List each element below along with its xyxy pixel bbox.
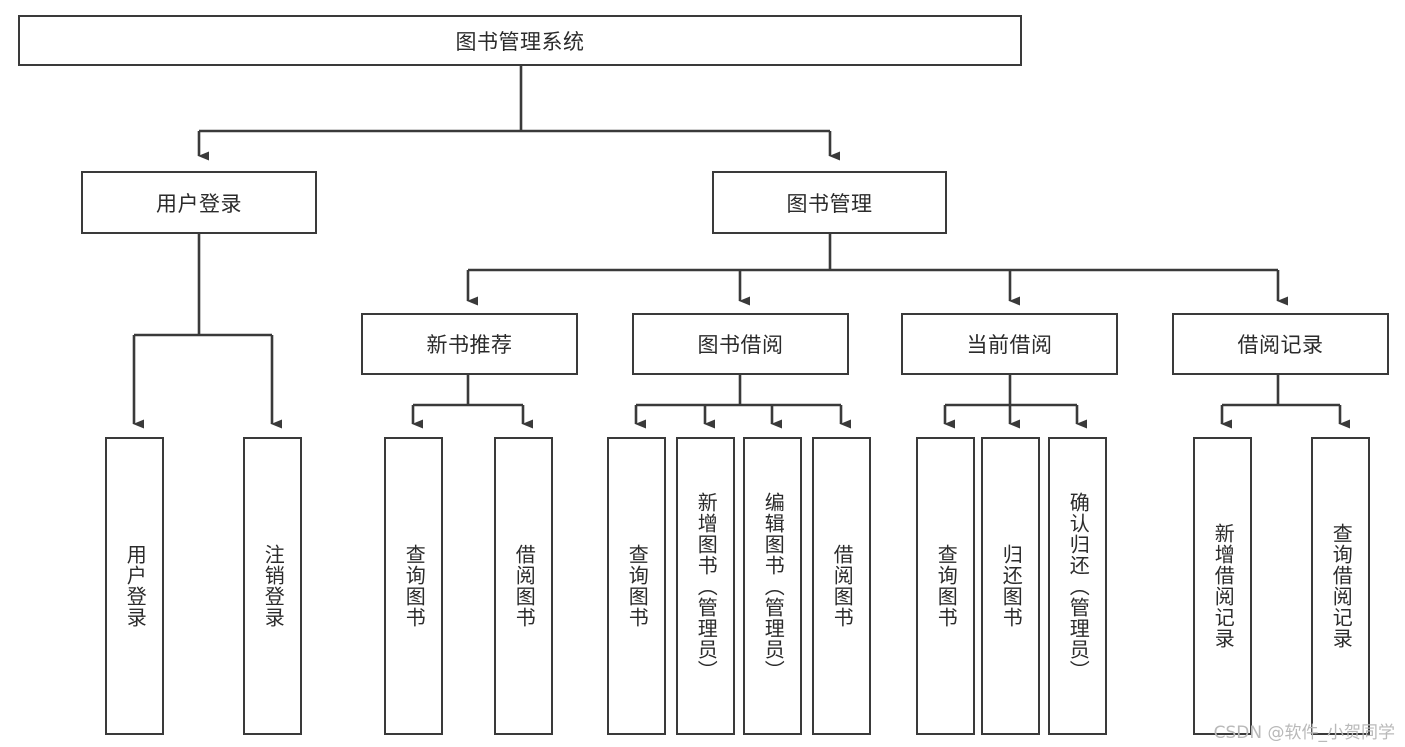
node-leaf-query-book-borrow[interactable]: 查询图书 (607, 437, 666, 735)
node-leaf-edit-book[interactable]: 编辑图书（管理员） (743, 437, 802, 735)
node-label: 查询图书 (934, 544, 959, 628)
node-leaf-return-book[interactable]: 归还图书 (981, 437, 1040, 735)
node-label: 借阅图书 (512, 544, 537, 628)
node-label: 借阅记录 (1237, 333, 1324, 357)
node-label: 注销登录 (261, 544, 286, 628)
node-label: 查询借阅记录 (1329, 523, 1354, 649)
node-label: 编辑图书（管理员） (761, 491, 786, 681)
node-label: 新书推荐 (426, 333, 513, 357)
node-leaf-confirm-return[interactable]: 确认归还（管理员） (1048, 437, 1107, 735)
node-leaf-add-record[interactable]: 新增借阅记录 (1193, 437, 1252, 735)
node-label: 新增图书（管理员） (694, 491, 719, 681)
node-book-management[interactable]: 图书管理 (712, 171, 947, 234)
csdn-watermark: CSDN @软件_小贺同学 (1213, 723, 1395, 743)
node-current-borrow[interactable]: 当前借阅 (901, 313, 1118, 375)
node-label: 确认归还（管理员） (1066, 491, 1091, 681)
node-leaf-logout[interactable]: 注销登录 (243, 437, 302, 735)
node-borrow-record[interactable]: 借阅记录 (1172, 313, 1389, 375)
node-new-book-recommend[interactable]: 新书推荐 (361, 313, 578, 375)
node-label: 用户登录 (123, 544, 148, 628)
node-leaf-query-record[interactable]: 查询借阅记录 (1311, 437, 1370, 735)
node-leaf-query-book-current[interactable]: 查询图书 (916, 437, 975, 735)
node-leaf-add-book[interactable]: 新增图书（管理员） (676, 437, 735, 735)
node-label: 新增借阅记录 (1211, 523, 1236, 649)
node-label: 图书管理系统 (455, 29, 585, 54)
node-label: 查询图书 (402, 544, 427, 628)
node-leaf-query-book-new[interactable]: 查询图书 (384, 437, 443, 735)
node-leaf-user-login[interactable]: 用户登录 (105, 437, 164, 735)
node-label: 查询图书 (625, 544, 650, 628)
node-label: 用户登录 (156, 191, 242, 216)
node-label: 归还图书 (999, 544, 1024, 628)
node-book-borrow[interactable]: 图书借阅 (632, 313, 849, 375)
node-label: 借阅图书 (830, 544, 855, 628)
node-root-book-management-system[interactable]: 图书管理系统 (18, 15, 1022, 66)
node-leaf-borrow-book-new[interactable]: 借阅图书 (494, 437, 553, 735)
node-label: 图书管理 (786, 191, 873, 216)
node-leaf-borrow-book[interactable]: 借阅图书 (812, 437, 871, 735)
node-user-login[interactable]: 用户登录 (81, 171, 317, 234)
node-label: 图书借阅 (697, 333, 784, 357)
node-label: 当前借阅 (966, 333, 1053, 357)
